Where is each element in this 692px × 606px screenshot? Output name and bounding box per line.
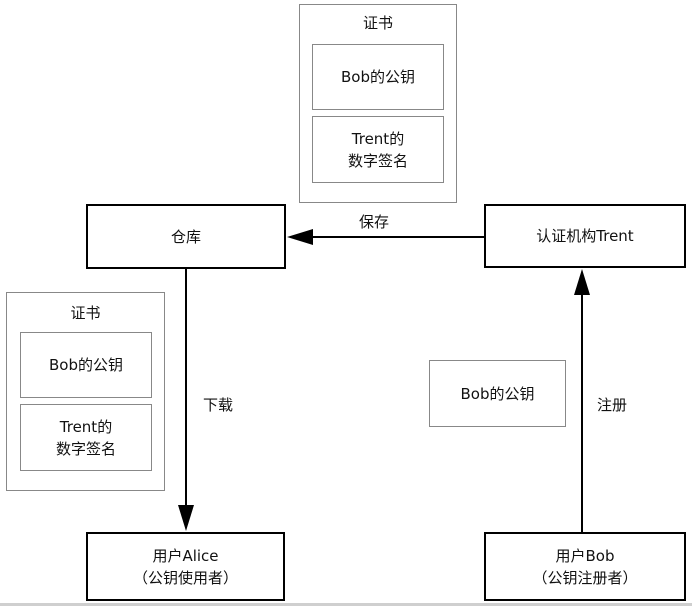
certificate-title: 证书 [362, 14, 393, 32]
signature-line1: Trent的 [351, 129, 405, 148]
user-bob-node: 用户Bob （公钥注册者） [484, 532, 686, 601]
certificate-signature: Trent的 数字签名 [312, 116, 444, 183]
save-arrowhead [287, 229, 313, 245]
signature-line2: 数字签名 [347, 151, 408, 170]
ca-trent-label: 认证机构Trent [536, 227, 634, 245]
download-label: 下载 [203, 396, 234, 414]
warehouse-node: 仓库 [86, 204, 286, 269]
warehouse-label: 仓库 [170, 227, 201, 246]
bob-role: （公钥注册者） [532, 568, 638, 587]
register-label: 注册 [597, 396, 628, 414]
register-arrowhead [574, 269, 590, 295]
pubkey-text: Bob的公钥 [341, 68, 415, 86]
bob-name: 用户Bob [555, 546, 615, 565]
bottom-border [0, 603, 692, 606]
user-alice-node: 用户Alice （公钥使用者） [86, 532, 285, 601]
certificate-signature: Trent的 数字签名 [20, 404, 152, 471]
certificate-title: 证书 [70, 304, 101, 322]
alice-role: （公钥使用者） [132, 568, 238, 587]
certificate-pubkey: Bob的公钥 [312, 44, 444, 110]
save-label: 保存 [359, 213, 390, 231]
pubkey-text: Bob的公钥 [49, 356, 123, 374]
alice-name: 用户Alice [152, 546, 219, 565]
ca-trent-node: 认证机构Trent [484, 204, 686, 268]
bob-pubkey-text: Bob的公钥 [460, 384, 535, 403]
signature-line2: 数字签名 [55, 439, 116, 458]
signature-line1: Trent的 [59, 417, 113, 436]
bob-pubkey-box: Bob的公钥 [429, 360, 566, 427]
certificate-pubkey: Bob的公钥 [20, 332, 152, 398]
download-arrowhead [178, 505, 194, 531]
